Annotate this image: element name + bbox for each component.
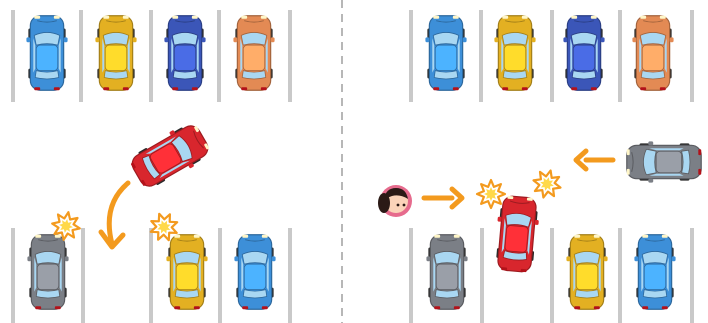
right-incoming-car-gray (627, 141, 701, 182)
left-moving-car-red (127, 119, 214, 193)
incoming-car-arrow (576, 151, 613, 169)
right-top-stall-line-0 (409, 10, 413, 102)
right-top-stall-line-2 (550, 10, 554, 102)
left-top-stall-line-0 (11, 10, 15, 102)
left-bottom-car-blue (234, 235, 275, 309)
right-top-car-yellow (494, 16, 535, 90)
right-bottom-stall-line-1 (480, 228, 484, 323)
left-bottom-stall-line-2 (149, 228, 153, 323)
right-top-stall-line-1 (479, 10, 483, 102)
left-top-car-navy (164, 16, 205, 90)
right-top-car-blue (425, 16, 466, 90)
right-bottom-stall-line-4 (690, 228, 694, 323)
left-bottom-stall-line-4 (288, 228, 292, 323)
left-bottom-stall-line-1 (81, 228, 85, 323)
right-top-car-orange (632, 16, 673, 90)
left-top-car-orange (233, 16, 274, 90)
right-top-stall-line-4 (690, 10, 694, 102)
right-impact-burst-1 (477, 180, 505, 208)
right-bottom-stall-line-3 (618, 228, 622, 323)
left-top-car-yellow (95, 16, 136, 90)
right-bottom-car-gray (426, 235, 467, 309)
right-impact-burst-2 (534, 171, 561, 198)
left-turn-arrow (101, 183, 128, 247)
person-walk-arrow (424, 189, 462, 207)
left-impact-burst-2 (151, 214, 177, 240)
left-bottom-stall-line-0 (11, 228, 15, 323)
right-top-stall-line-3 (618, 10, 622, 102)
right-top-car-navy (563, 16, 604, 90)
left-bottom-car-yellow (166, 235, 207, 309)
left-bottom-stall-line-3 (218, 228, 222, 323)
right-bottom-stall-line-0 (409, 228, 413, 323)
right-bottom-car-yellow (566, 235, 607, 309)
left-top-stall-line-2 (149, 10, 153, 102)
left-top-car-blue (26, 16, 67, 90)
right-reversing-car-red (493, 195, 540, 273)
left-top-stall-line-1 (79, 10, 83, 102)
left-top-stall-line-4 (288, 10, 292, 102)
right-bottom-car-blue (634, 235, 675, 309)
person-icon (378, 185, 412, 217)
left-top-stall-line-3 (217, 10, 221, 102)
left-bottom-car-gray (27, 235, 68, 309)
right-bottom-stall-line-2 (550, 228, 554, 323)
